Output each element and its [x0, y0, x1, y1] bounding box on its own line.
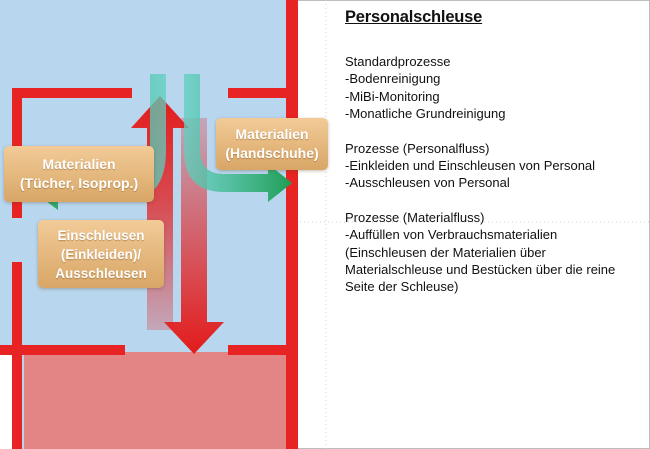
section-line: -Ausschleusen von Personal: [345, 175, 510, 191]
inner-wall-bottom-right: [228, 345, 288, 355]
section-line: -Einkleiden und Einschleusen von Persona…: [345, 158, 596, 174]
outside-gap: [0, 355, 12, 449]
panel-title: Personalschleuse: [345, 8, 483, 26]
section-line: -MiBi-Monitoring: [345, 88, 440, 104]
label-materialien-tuecher: Materialien (Tücher, Isoprop.): [4, 146, 154, 202]
section-line: -Auffüllen von Verbrauchsmaterialien: [345, 227, 558, 243]
clean-zone: [24, 352, 286, 449]
section-line: -Monatliche Grundreinigung: [345, 106, 506, 122]
section-standardprozesse: Standardprozesse -Bodenreinigung -MiBi-M…: [345, 53, 645, 123]
inner-wall-top-left: [12, 88, 132, 98]
inner-wall-bottom-left: [0, 345, 125, 355]
label-materialien-handschuhe: Materialien (Handschuhe): [216, 118, 328, 170]
section-line: (Einschleusen der Materialien über: [345, 244, 546, 260]
section-line: Prozesse (Personalfluss): [345, 140, 490, 156]
section-personalfluss: Prozesse (Personalfluss) -Einkleiden und…: [345, 140, 645, 192]
label-einschleusen: Einschleusen (Einkleiden)/ Ausschleusen: [38, 220, 164, 288]
inner-wall-left-bottom: [12, 345, 22, 449]
outer-wall-right: [286, 0, 298, 449]
section-line: Materialschleuse und Bestücken über die …: [345, 262, 616, 278]
section-line: Seite der Schleuse): [345, 279, 459, 295]
section-materialfluss: Prozesse (Materialfluss) -Auffüllen von …: [345, 209, 645, 296]
description-panel: Personalschleuse Standardprozesse -Boden…: [345, 8, 645, 313]
section-line: -Bodenreinigung: [345, 71, 441, 87]
inner-wall-left-lower: [12, 262, 22, 362]
person-out-arrow: [164, 118, 224, 354]
inner-wall-top-right: [228, 88, 288, 98]
section-line: Prozesse (Materialfluss): [345, 209, 485, 225]
section-line: Standardprozesse: [345, 54, 451, 69]
person-in-arrow: [131, 96, 189, 330]
material-arrow-right: [184, 74, 292, 202]
